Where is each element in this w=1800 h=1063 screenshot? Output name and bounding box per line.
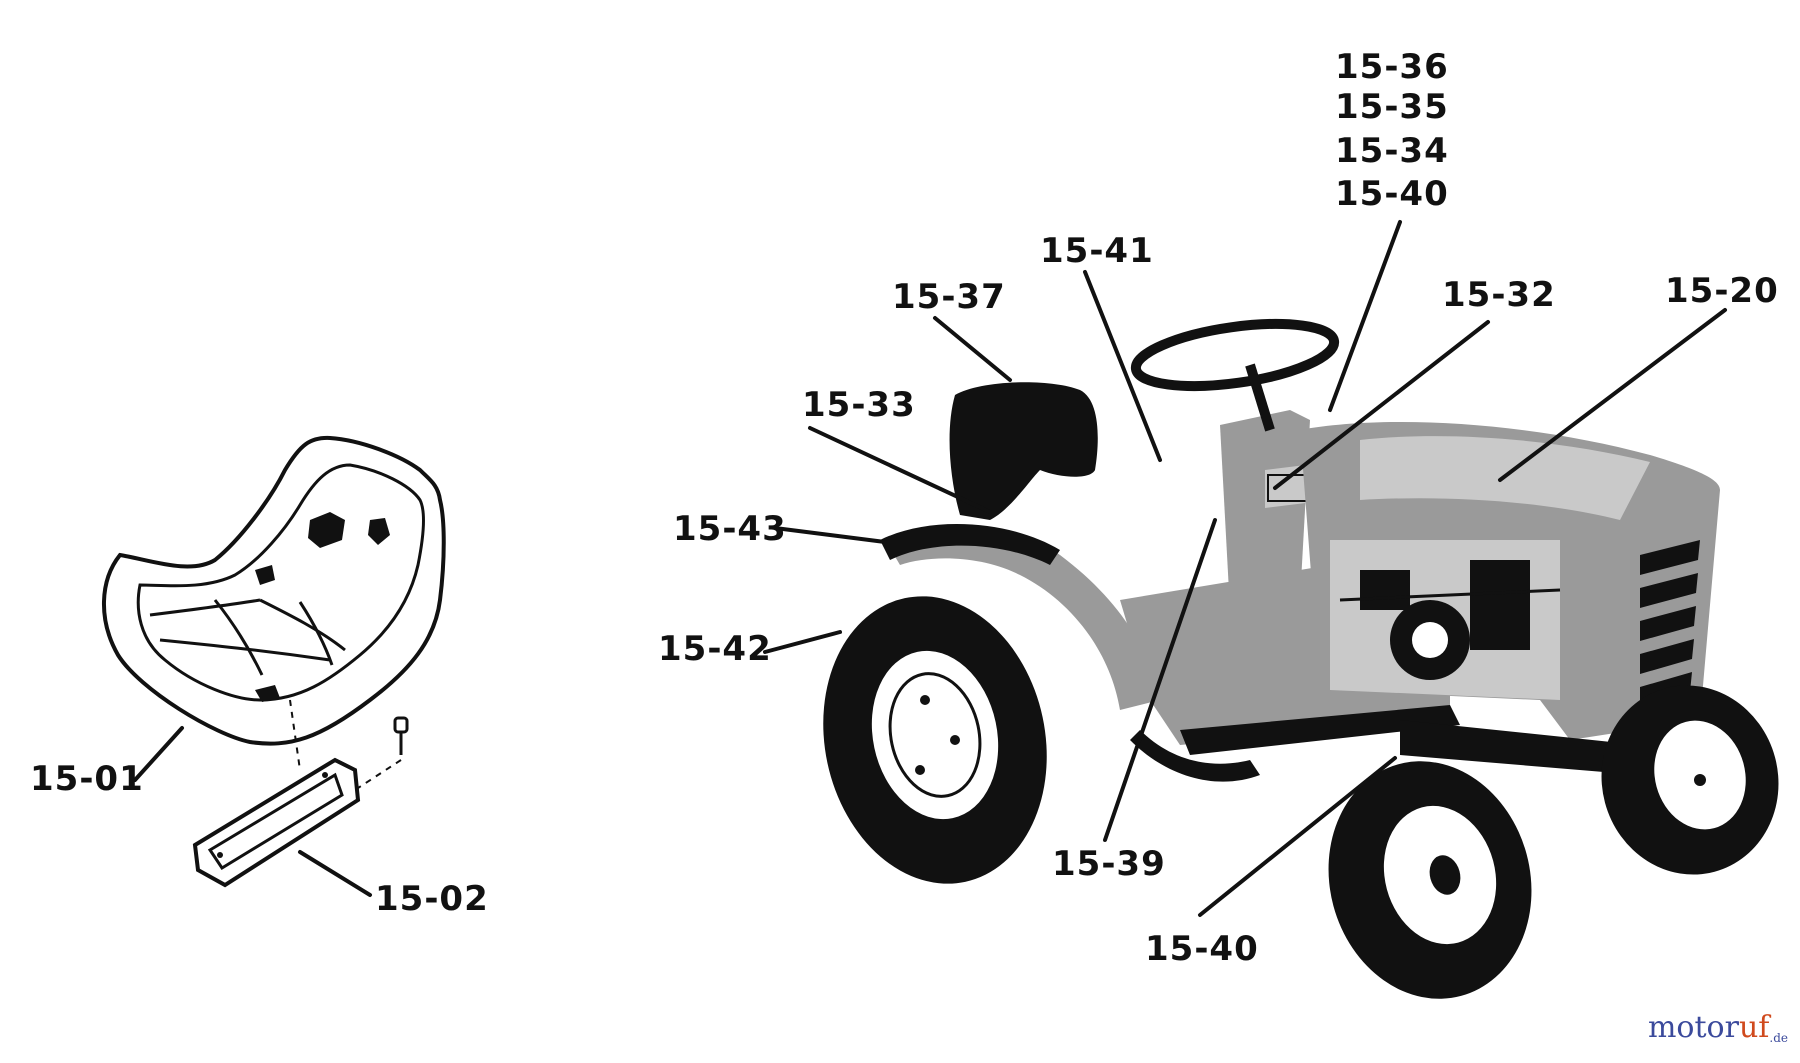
- label-15-42: 15-42: [658, 629, 772, 669]
- leader-15-40-bottom: [1198, 756, 1397, 917]
- leader-lines: [133, 220, 1727, 917]
- watermark-part-3: .de: [1769, 1031, 1788, 1045]
- label-15-40-top: 15-40: [1335, 174, 1449, 214]
- leader-15-32: [1273, 320, 1490, 490]
- leader-15-37: [933, 316, 1012, 382]
- label-15-36: 15-36: [1335, 47, 1449, 87]
- label-15-01: 15-01: [30, 759, 144, 799]
- label-15-32: 15-32: [1442, 275, 1556, 315]
- label-15-33: 15-33: [802, 385, 916, 425]
- label-15-39: 15-39: [1052, 844, 1166, 884]
- leader-15-39: [1103, 518, 1217, 842]
- label-15-35: 15-35: [1335, 87, 1449, 127]
- watermark-part-2: uf: [1738, 1010, 1770, 1045]
- leader-15-33: [808, 426, 992, 514]
- leader-15-20: [1498, 308, 1727, 482]
- leader-15-41: [1083, 270, 1162, 462]
- label-15-41: 15-41: [1040, 231, 1154, 271]
- label-15-02: 15-02: [375, 879, 489, 919]
- motoruf-watermark: motoruf.de: [1648, 1010, 1788, 1045]
- label-15-20: 15-20: [1665, 271, 1779, 311]
- label-15-40-bottom: 15-40: [1145, 929, 1259, 969]
- label-15-34: 15-34: [1335, 131, 1449, 171]
- leader-15-42: [763, 630, 842, 654]
- label-15-37: 15-37: [892, 277, 1006, 317]
- leader-15-01: [133, 726, 184, 782]
- label-15-43: 15-43: [673, 509, 787, 549]
- seat-illustration: [101, 435, 446, 888]
- leader-15-40-top: [1328, 220, 1402, 412]
- watermark-part-1: motor: [1647, 1010, 1739, 1045]
- leader-15-02: [298, 850, 372, 897]
- part-labels: 15-36 15-35 15-34 15-40 15-41 15-37 15-3…: [30, 47, 1779, 969]
- leader-15-43: [773, 526, 887, 544]
- tractor-illustration: [823, 318, 1779, 999]
